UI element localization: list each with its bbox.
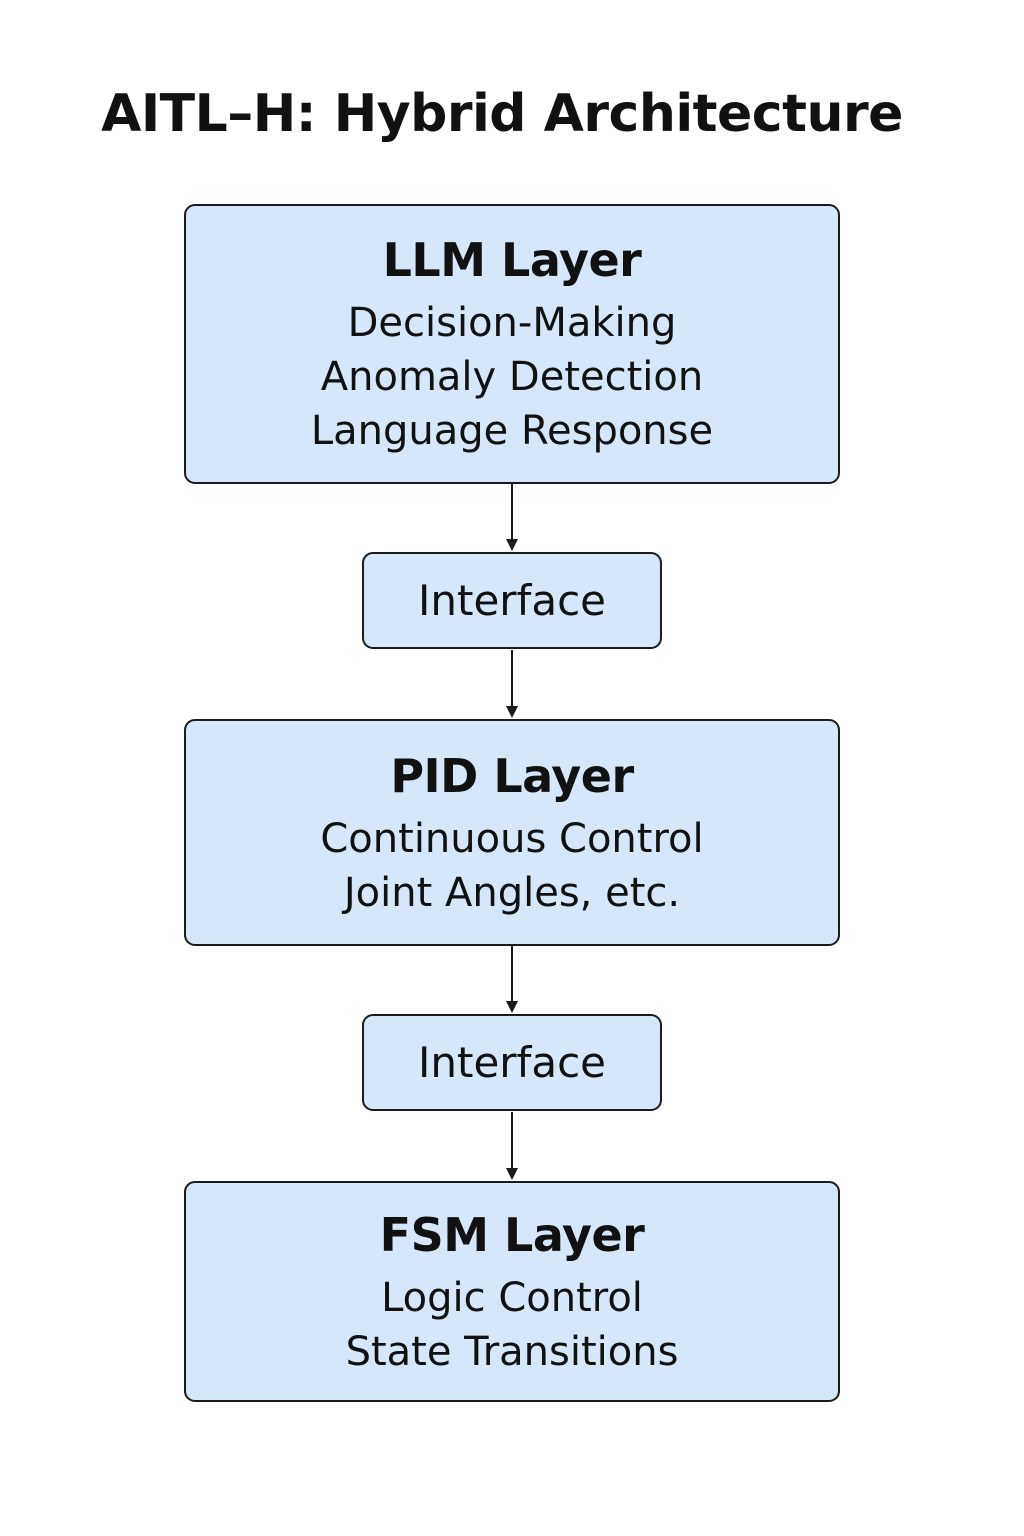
diagram-title: AITL–H: Hybrid Architecture [101, 84, 903, 144]
llm-layer-title: LLM Layer [382, 233, 642, 287]
fsm-layer-line-logic: Logic Control [381, 1274, 643, 1321]
pid-layer-title: PID Layer [390, 748, 634, 803]
fsm-layer-title: FSM Layer [379, 1207, 645, 1262]
fsm-layer-line-state: State Transitions [345, 1328, 679, 1375]
interface-label-lower: Interface [417, 1037, 607, 1087]
llm-layer-line-decision: Decision-Making [347, 300, 677, 346]
llm-layer-box: LLM Layer Decision-Making Anomaly Detect… [184, 204, 840, 484]
pid-layer-line-continuous: Continuous Control [320, 815, 704, 862]
pid-layer-line-joint: Joint Angles, etc. [343, 869, 681, 916]
interface-box-lower: Interface [362, 1014, 662, 1111]
fsm-layer-box: FSM Layer Logic Control State Transition… [184, 1181, 840, 1402]
llm-layer-line-language: Language Response [310, 408, 714, 454]
interface-label-upper: Interface [417, 575, 607, 625]
interface-box-upper: Interface [362, 552, 662, 649]
pid-layer-box: PID Layer Continuous Control Joint Angle… [184, 719, 840, 946]
llm-layer-line-anomaly: Anomaly Detection [320, 354, 704, 400]
